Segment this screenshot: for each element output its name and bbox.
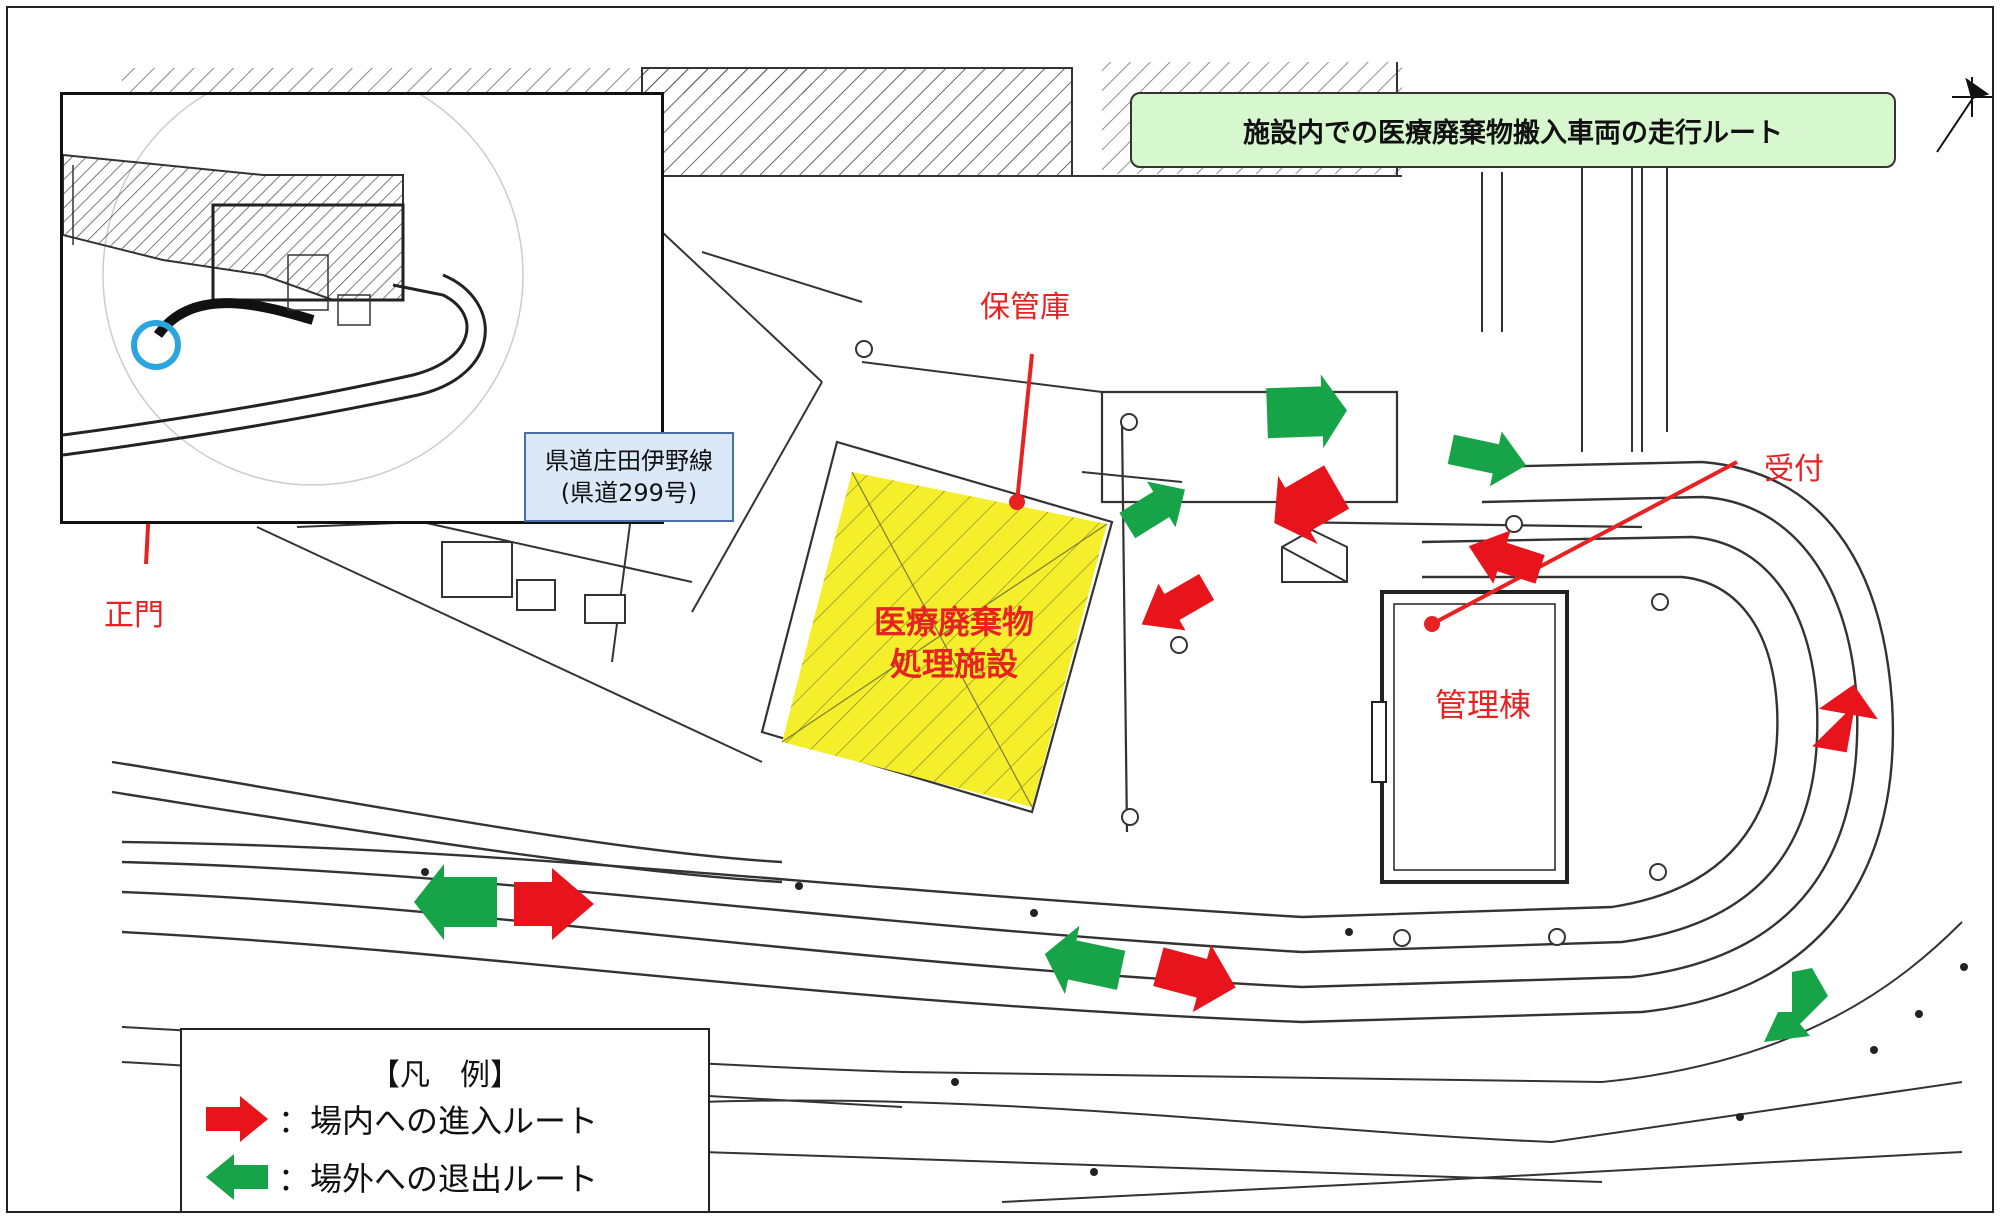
grid-markers — [855, 340, 1669, 947]
exit-arrow — [1266, 374, 1347, 449]
map-frame: 施設内での医療廃棄物搬入車両の走行ルート 県道庄田伊野線 (県道29 — [6, 6, 1994, 1213]
admin-building — [1371, 590, 1569, 884]
page-title: 施設内での医療廃棄物搬入車両の走行ルート — [1130, 92, 1896, 168]
leader-lines — [144, 353, 1738, 632]
entry-arrow — [1141, 574, 1215, 631]
reception-label: 受付 — [1764, 452, 1824, 487]
admin-building-label: 管理棟 — [1434, 686, 1531, 724]
exit-arrow — [1764, 968, 1828, 1042]
red-arrow-icon — [206, 1096, 268, 1142]
exit-arrow — [1447, 431, 1527, 487]
legend-entry-label: ：場内への進入ルート — [278, 1102, 599, 1140]
entry-arrow — [1274, 465, 1350, 545]
road-number: (県道299号) — [560, 479, 698, 507]
reception-booth — [1281, 528, 1348, 583]
legend-title: 【凡 例】 — [370, 1058, 520, 1093]
storage-label: 保管庫 — [980, 290, 1070, 325]
waste-facility-label-line1: 医療廃棄物 — [873, 603, 1034, 641]
entry-arrow — [1812, 684, 1878, 753]
entry-arrow — [514, 868, 594, 940]
road-dots — [421, 868, 1968, 1176]
waste-facility-building — [781, 471, 1108, 808]
exit-arrow — [1119, 481, 1185, 539]
exit-arrow — [1044, 925, 1126, 995]
legend: 【凡 例】 ：場内への進入ルート ：場外への退出ルート — [180, 1028, 710, 1211]
waste-facility-label-line2: 処理施設 — [889, 644, 1018, 683]
road-name-label: 県道庄田伊野線 (県道299号) — [524, 432, 734, 522]
north-arrow-icon — [1936, 77, 1992, 153]
road-name: 県道庄田伊野線 — [545, 446, 713, 475]
green-arrow-icon — [206, 1154, 268, 1200]
legend-entry-row: ：場内への進入ルート — [206, 1094, 598, 1144]
route-arrows — [414, 374, 1878, 1042]
site-plan-drawing — [111, 62, 1992, 1203]
entry-arrow — [1468, 530, 1545, 584]
exit-arrow — [414, 864, 497, 940]
right-parallel-lines — [1481, 152, 1668, 452]
small-structures — [441, 541, 626, 624]
legend-exit-row: ：場外への退出ルート — [206, 1152, 598, 1202]
entry-arrow — [1153, 944, 1236, 1013]
main-gate-label: 正門 — [104, 598, 164, 633]
legend-exit-label: ：場外への退出ルート — [278, 1160, 599, 1198]
waste-facility-label: 医療廃棄物 処理施設 — [864, 602, 1044, 685]
